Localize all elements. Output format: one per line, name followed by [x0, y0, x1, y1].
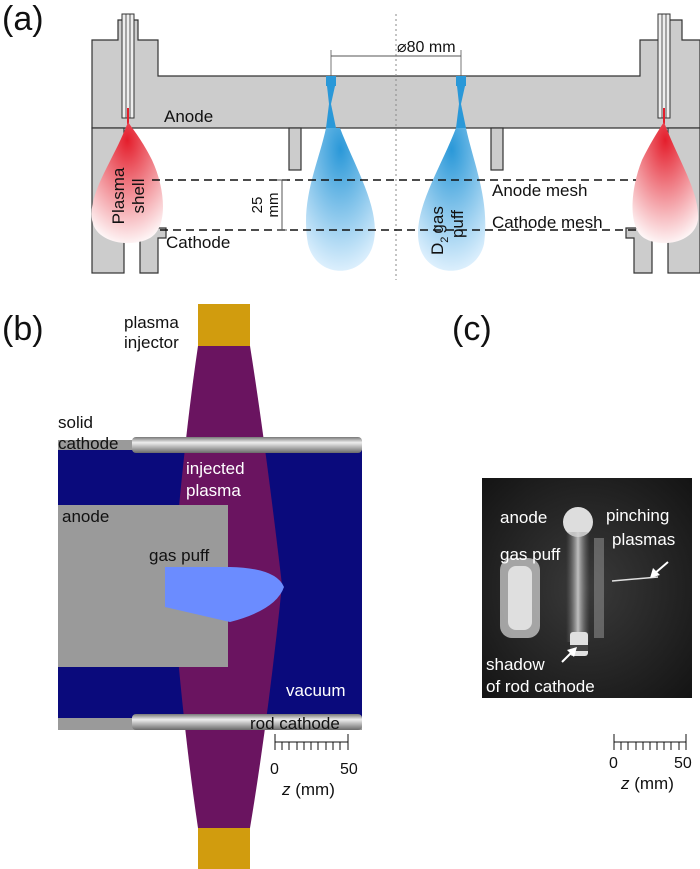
gas-puff-species: D	[428, 243, 447, 255]
scale-b-max: 50	[340, 761, 358, 778]
gas-puff-b	[165, 567, 284, 622]
photo-anode-glow	[563, 507, 593, 537]
svg-text:D2gas: D2 gas	[428, 206, 451, 255]
vacuum-label: vacuum	[286, 681, 346, 700]
injected-plasma-label-2: plasma	[186, 481, 241, 500]
plasma-shell-label-1: Plasma	[109, 167, 128, 224]
cathode-mesh-label: Cathode mesh	[492, 213, 603, 232]
gas-nozzle-right	[456, 76, 466, 128]
photo-column-right	[594, 538, 604, 638]
scale-bar-b: 0 50 z (mm)	[270, 734, 358, 799]
scale-c-zero: 0	[609, 755, 618, 772]
rod-cathode-label: rod cathode	[250, 714, 340, 733]
anode-label-a: Anode	[164, 107, 213, 126]
gap-value: 25	[249, 197, 266, 214]
anode-label-b: anode	[62, 507, 109, 526]
scale-c-axis: z (mm)	[620, 774, 674, 793]
plasma-shell-left	[91, 122, 163, 244]
plasma-injector-top	[198, 304, 250, 346]
solid-cathode-label-1: solid	[58, 413, 93, 432]
anode-mesh-label: Anode mesh	[492, 181, 587, 200]
plasma-injector-label-2: injector	[124, 333, 179, 352]
panel-b: (b) plasma injector solid cathode inject…	[2, 304, 362, 869]
gas-puff-word2: puff	[448, 210, 467, 238]
shadow-label-2: of rod cathode	[486, 677, 595, 696]
gap-unit: mm	[265, 193, 282, 218]
scale-c-unit: (mm)	[630, 774, 674, 793]
photo-column-glow	[566, 532, 590, 642]
anode-post-left	[288, 127, 302, 171]
scale-b-var: z	[281, 780, 291, 799]
gas-puff-label-b: gas puff	[149, 546, 209, 565]
injected-plasma-label-1: injected	[186, 459, 245, 478]
anode-block-b	[58, 505, 228, 667]
scale-c-var: z	[620, 774, 630, 793]
panel-a: (a)	[2, 0, 700, 280]
plasma-shell-label-2: shell	[129, 179, 148, 214]
cathode-label-a: Cathode	[166, 233, 230, 252]
shadow-label-1: shadow	[486, 655, 545, 674]
scale-c-max: 50	[674, 755, 692, 772]
gas-puff-subscript: 2	[439, 237, 451, 243]
anode-post-right	[490, 127, 504, 171]
arrow-pinching	[650, 561, 669, 578]
injector-tube-left	[121, 13, 135, 124]
diameter-dimension: ⌀80 mm	[330, 39, 462, 76]
gas-puff-plume-right	[418, 128, 486, 271]
solid-cathode-label-2: cathode	[58, 434, 119, 453]
photo-anode-label: anode	[500, 508, 547, 527]
pinching-label-1: pinching	[606, 506, 669, 525]
plasma-injector-bottom	[198, 828, 250, 869]
gas-puff-plume-left	[305, 128, 375, 271]
panel-c-label: (c)	[452, 310, 492, 348]
scale-b-axis: z (mm)	[281, 780, 335, 799]
photo-gas-puff-label: gas puff	[500, 545, 560, 564]
scale-bar-c: 0 50 z (mm)	[609, 734, 692, 793]
rod-cathode-rod	[132, 714, 362, 730]
diameter-label: ⌀80 mm	[397, 39, 456, 56]
plasma-injector-label-1: plasma	[124, 313, 179, 332]
injector-tube-right	[657, 13, 671, 124]
panel-c: (c) anode gas puff pinching plasmas shad…	[452, 310, 692, 793]
gap-dimension: 25 mm	[249, 179, 287, 231]
scale-b-unit: (mm)	[291, 780, 335, 799]
scale-b-zero: 0	[270, 761, 279, 778]
solid-cathode-rod	[132, 437, 362, 453]
plasma-shell-right	[632, 122, 699, 244]
photo-gas-puff-core	[508, 566, 532, 630]
photo-rod-shadow	[570, 645, 588, 651]
gas-puff-word1: gas	[428, 206, 447, 233]
arrow-shadow	[561, 647, 577, 663]
panel-a-label: (a)	[2, 0, 44, 38]
pinching-label-2: plasmas	[612, 530, 675, 549]
gas-puff-label-a: D2 gas	[428, 206, 451, 255]
panel-b-label: (b)	[2, 310, 44, 348]
gas-nozzle-left	[326, 76, 336, 128]
